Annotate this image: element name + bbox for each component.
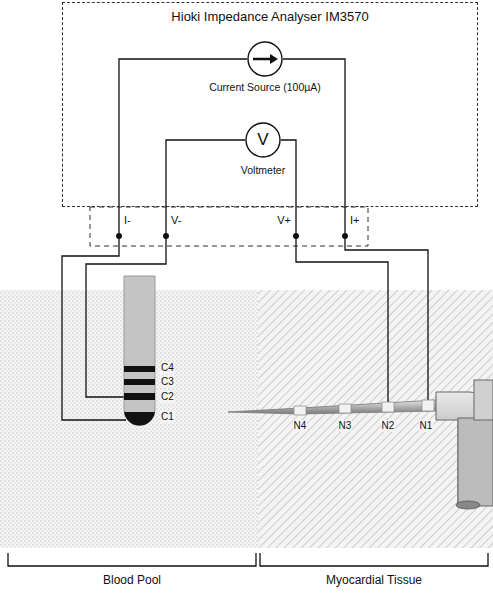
electrode-label: N2: [381, 420, 396, 432]
meter-letter: V: [183, 130, 343, 150]
electrode-label: C1: [160, 411, 175, 423]
symbol-caption: Current Source (100µA): [185, 81, 345, 93]
myocardial-region: [258, 290, 493, 548]
symbol-caption: Voltmeter: [183, 164, 343, 176]
catheter: [124, 276, 155, 426]
region-label: Myocardial Tissue: [326, 574, 422, 588]
electrode-label: C4: [160, 362, 175, 374]
current-source: Current Source (100µA): [185, 41, 345, 93]
brackets: [8, 553, 488, 566]
electrode-label: C2: [160, 391, 175, 403]
needle-holder: [436, 380, 493, 509]
electrode-label: N3: [338, 420, 353, 432]
wires: [62, 59, 428, 420]
terminal-label: I-: [124, 214, 131, 227]
terminal-strip: [90, 207, 368, 246]
analyser-box: Hioki Impedance Analyser IM3570Current S…: [62, 2, 478, 207]
analyser-title: Hioki Impedance Analyser IM3570: [63, 9, 477, 24]
current-source-symbol: [247, 41, 283, 77]
voltmeter: V Voltmeter: [183, 122, 343, 176]
region-label: Blood Pool: [103, 574, 161, 588]
needle-electrode: [228, 400, 436, 415]
electrode-label: N1: [419, 420, 434, 432]
terminal-label: I+: [350, 214, 359, 227]
terminal-label: V+: [277, 214, 291, 227]
electrode-label: C3: [160, 376, 175, 388]
terminals: [116, 233, 348, 239]
terminal-label: V-: [171, 214, 181, 227]
electrode-label: N4: [293, 420, 308, 432]
